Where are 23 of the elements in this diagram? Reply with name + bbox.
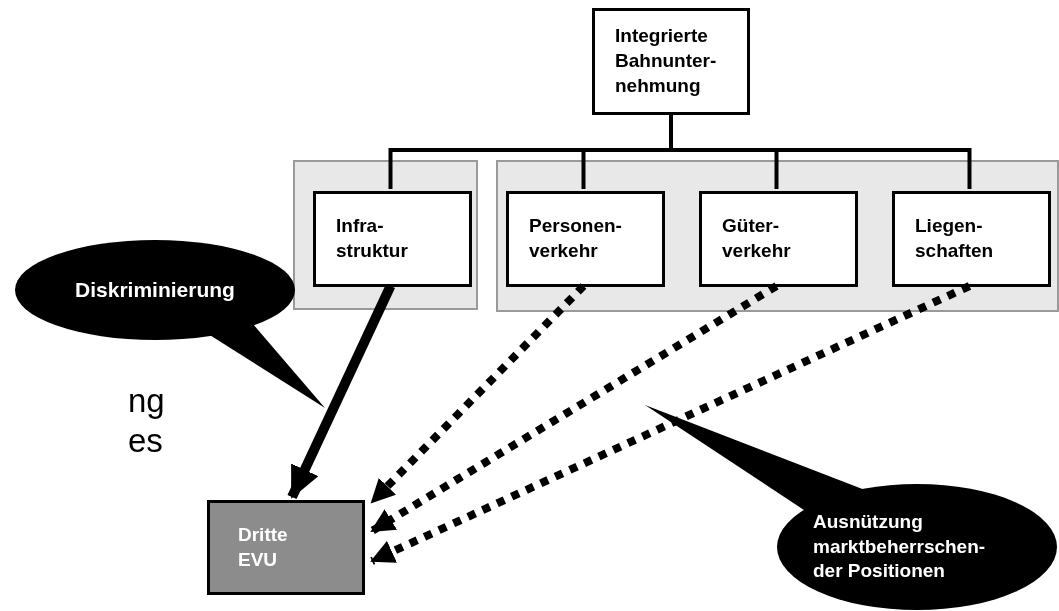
node-label: Güter- verkehr xyxy=(722,214,791,263)
group-panel xyxy=(293,160,478,310)
node-label: Ausnützung marktbeherrschen- der Positionen xyxy=(813,509,987,584)
org-box xyxy=(592,8,750,115)
node-label: Liegen- schaften xyxy=(915,214,994,263)
org-box xyxy=(506,191,665,287)
node-label: Integrierte Bahnunter- nehmung xyxy=(615,24,717,98)
arrow xyxy=(370,282,972,565)
org-box xyxy=(892,191,1051,287)
node-label: Diskriminierung xyxy=(75,277,235,304)
node-label: Dritte EVU xyxy=(238,522,288,572)
connector-line xyxy=(669,115,972,189)
node-label: Infra- struktur xyxy=(336,214,408,263)
callout-pointer xyxy=(645,405,865,512)
org-box xyxy=(313,191,472,287)
partial-text: ng xyxy=(128,384,165,417)
shaded-box xyxy=(207,500,365,595)
group-panel xyxy=(496,160,1059,312)
org-box xyxy=(699,191,858,287)
partial-text: es xyxy=(128,424,163,457)
arrow xyxy=(369,282,779,535)
node-label: Personen- verkehr xyxy=(529,214,622,263)
arrow xyxy=(369,283,587,505)
